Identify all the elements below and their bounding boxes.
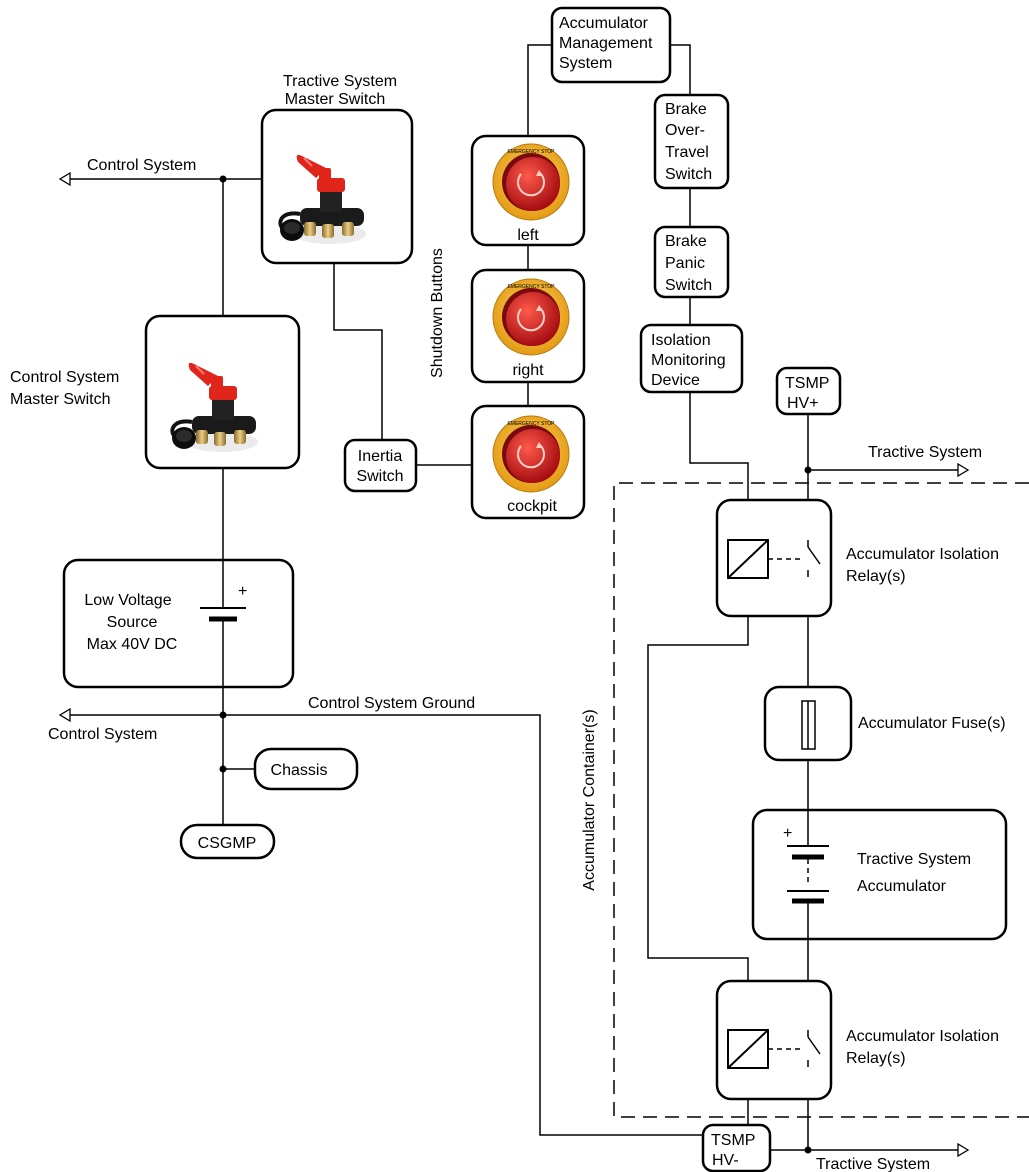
isolation-monitoring-device: Isolation Monitoring Device [639,323,744,394]
cs-master-label-line1: Control System [10,369,119,386]
tsmp-hvp-label-line2: HV+ [787,395,819,412]
csgmp-box: CSGMP [179,823,276,860]
accumulator-label-line1: Tractive System [857,851,971,868]
brake-panic-switch: Brake Panic Switch [653,225,730,299]
inertia-label-line2: Switch [356,468,403,485]
air-top-label-line1: Accumulator Isolation [846,546,999,563]
bots-label-line1: Brake [665,101,707,118]
shutdown-button-cockpit: cockpit [470,404,586,520]
air-bottom-label-line1: Accumulator Isolation [846,1028,999,1045]
low-voltage-source: Low Voltage Source Max 40V DC + [62,558,295,689]
ams-label-line1: Accumulator [559,15,649,32]
imd-label-line2: Monitoring [651,352,726,369]
accumulator-label-line2: Accumulator [857,878,947,895]
lv-label-line1: Low Voltage [84,592,171,609]
control-system-ground-label: Control System Ground [308,695,475,712]
isolation-relay-bottom: Accumulator Isolation Relay(s) [715,979,999,1101]
imd-label-line1: Isolation [651,332,711,349]
accumulator-management-system: Accumulator Management System [550,6,672,84]
button-left-label: left [517,227,539,244]
emergency-stop-icon [492,278,570,356]
ams-label-line3: System [559,55,612,72]
tractive-system-master-switch: Tractive System Master Switch [260,73,414,265]
tsmp-hv-plus: TSMP HV+ [775,366,842,416]
bots-label-line3: Travel [665,144,709,161]
fuse-label: Accumulator Fuse(s) [858,715,1006,732]
shutdown-button-right: right [470,268,586,384]
imd-label-line3: Device [651,372,700,389]
air-top-label-line2: Relay(s) [846,568,906,585]
button-cockpit-label: cockpit [507,498,557,515]
air-bottom-label-line2: Relay(s) [846,1050,906,1067]
tsmp-hvm-label-line2: HV- [712,1152,739,1169]
control-system-top-label: Control System [87,157,196,174]
inertia-label-line1: Inertia [358,448,403,465]
tractive-system-top-label: Tractive System [868,444,982,461]
bps-label-line1: Brake [665,233,707,250]
accumulator-fuse: Accumulator Fuse(s) [763,685,1006,762]
arrowheads [58,171,970,1158]
bps-label-line3: Switch [665,277,712,294]
control-system-bottom-label: Control System [48,726,157,743]
tractive-system-accumulator: + Tractive System Accumulator [751,808,1008,941]
shutdown-buttons-label: Shutdown Buttons [429,248,446,378]
arrow-right-tractive-bottom [957,1142,970,1158]
lv-plus-sign: + [238,583,247,600]
csgmp-label: CSGMP [198,835,257,852]
inertia-switch: Inertia Switch [343,438,418,493]
tsmp-hv-minus: TSMP HV- [701,1123,772,1172]
lv-label-line3: Max 40V DC [87,636,178,653]
accumulator-container: Accumulator Container(s) [581,482,1029,1118]
isolation-relay-top: Accumulator Isolation Relay(s) [715,498,999,618]
bots-label-line2: Over- [665,122,705,139]
chassis-box: Chassis [253,747,359,791]
accumulator-plus-sign: + [783,825,792,842]
cs-master-label-line2: Master Switch [10,391,110,408]
arrow-right-tractive-top [957,462,970,478]
ts-master-label-line1: Tractive System [283,73,397,90]
tsmp-hvp-label-line1: TSMP [785,375,829,392]
bps-label-line2: Panic [665,255,705,272]
ams-label-line2: Management [559,35,653,52]
tractive-system-bottom-label: Tractive System [816,1156,930,1172]
button-right-label: right [512,362,544,379]
bots-label-line4: Switch [665,166,712,183]
emergency-stop-icon [492,143,570,221]
shutdown-button-left: left [470,134,586,247]
arrow-left-control-bottom [58,707,71,723]
chassis-label: Chassis [271,762,328,779]
accumulator-container-label: Accumulator Container(s) [581,709,598,890]
brake-over-travel-switch: Brake Over- Travel Switch [653,93,730,190]
emergency-stop-icon [492,415,570,493]
tsmp-hvm-label-line1: TSMP [711,1132,755,1149]
lv-label-line2: Source [107,614,158,631]
control-system-master-switch: Control System Master Switch [10,314,301,470]
junctions [219,175,812,1154]
ts-master-label-line2: Master Switch [285,91,385,108]
arrow-left-control-top [58,171,71,187]
